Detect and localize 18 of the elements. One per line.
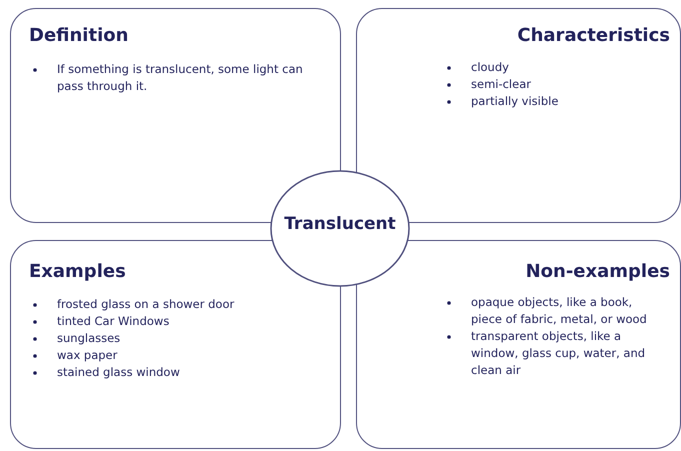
bullet-text: frosted glass on a shower door [57, 297, 234, 311]
panel-heading: Definition [29, 25, 128, 46]
bullet-text: stained glass window [57, 365, 180, 379]
bullet-text: partially visible [471, 94, 558, 108]
bullet-text: sunglasses [57, 331, 120, 345]
panel-heading: Non-examples [526, 261, 670, 282]
quadrant-panel [10, 240, 341, 449]
center-ellipse [270, 170, 410, 287]
quadrant-panel [356, 240, 681, 449]
panel-heading: Examples [29, 261, 126, 282]
bullet-text: wax paper [57, 348, 118, 362]
bullet-text: cloudy [471, 60, 509, 74]
bullet-text: tinted Car Windows [57, 314, 170, 328]
panel-heading: Characteristics [517, 25, 670, 46]
bullet-text: If something is translucent, some light can pass through it. [57, 62, 303, 93]
bullet-text: semi-clear [471, 77, 531, 91]
bullet-text: transparent objects, like a window, glass cup, water, and clean air [471, 329, 646, 377]
center-term: Translucent [283, 214, 397, 234]
